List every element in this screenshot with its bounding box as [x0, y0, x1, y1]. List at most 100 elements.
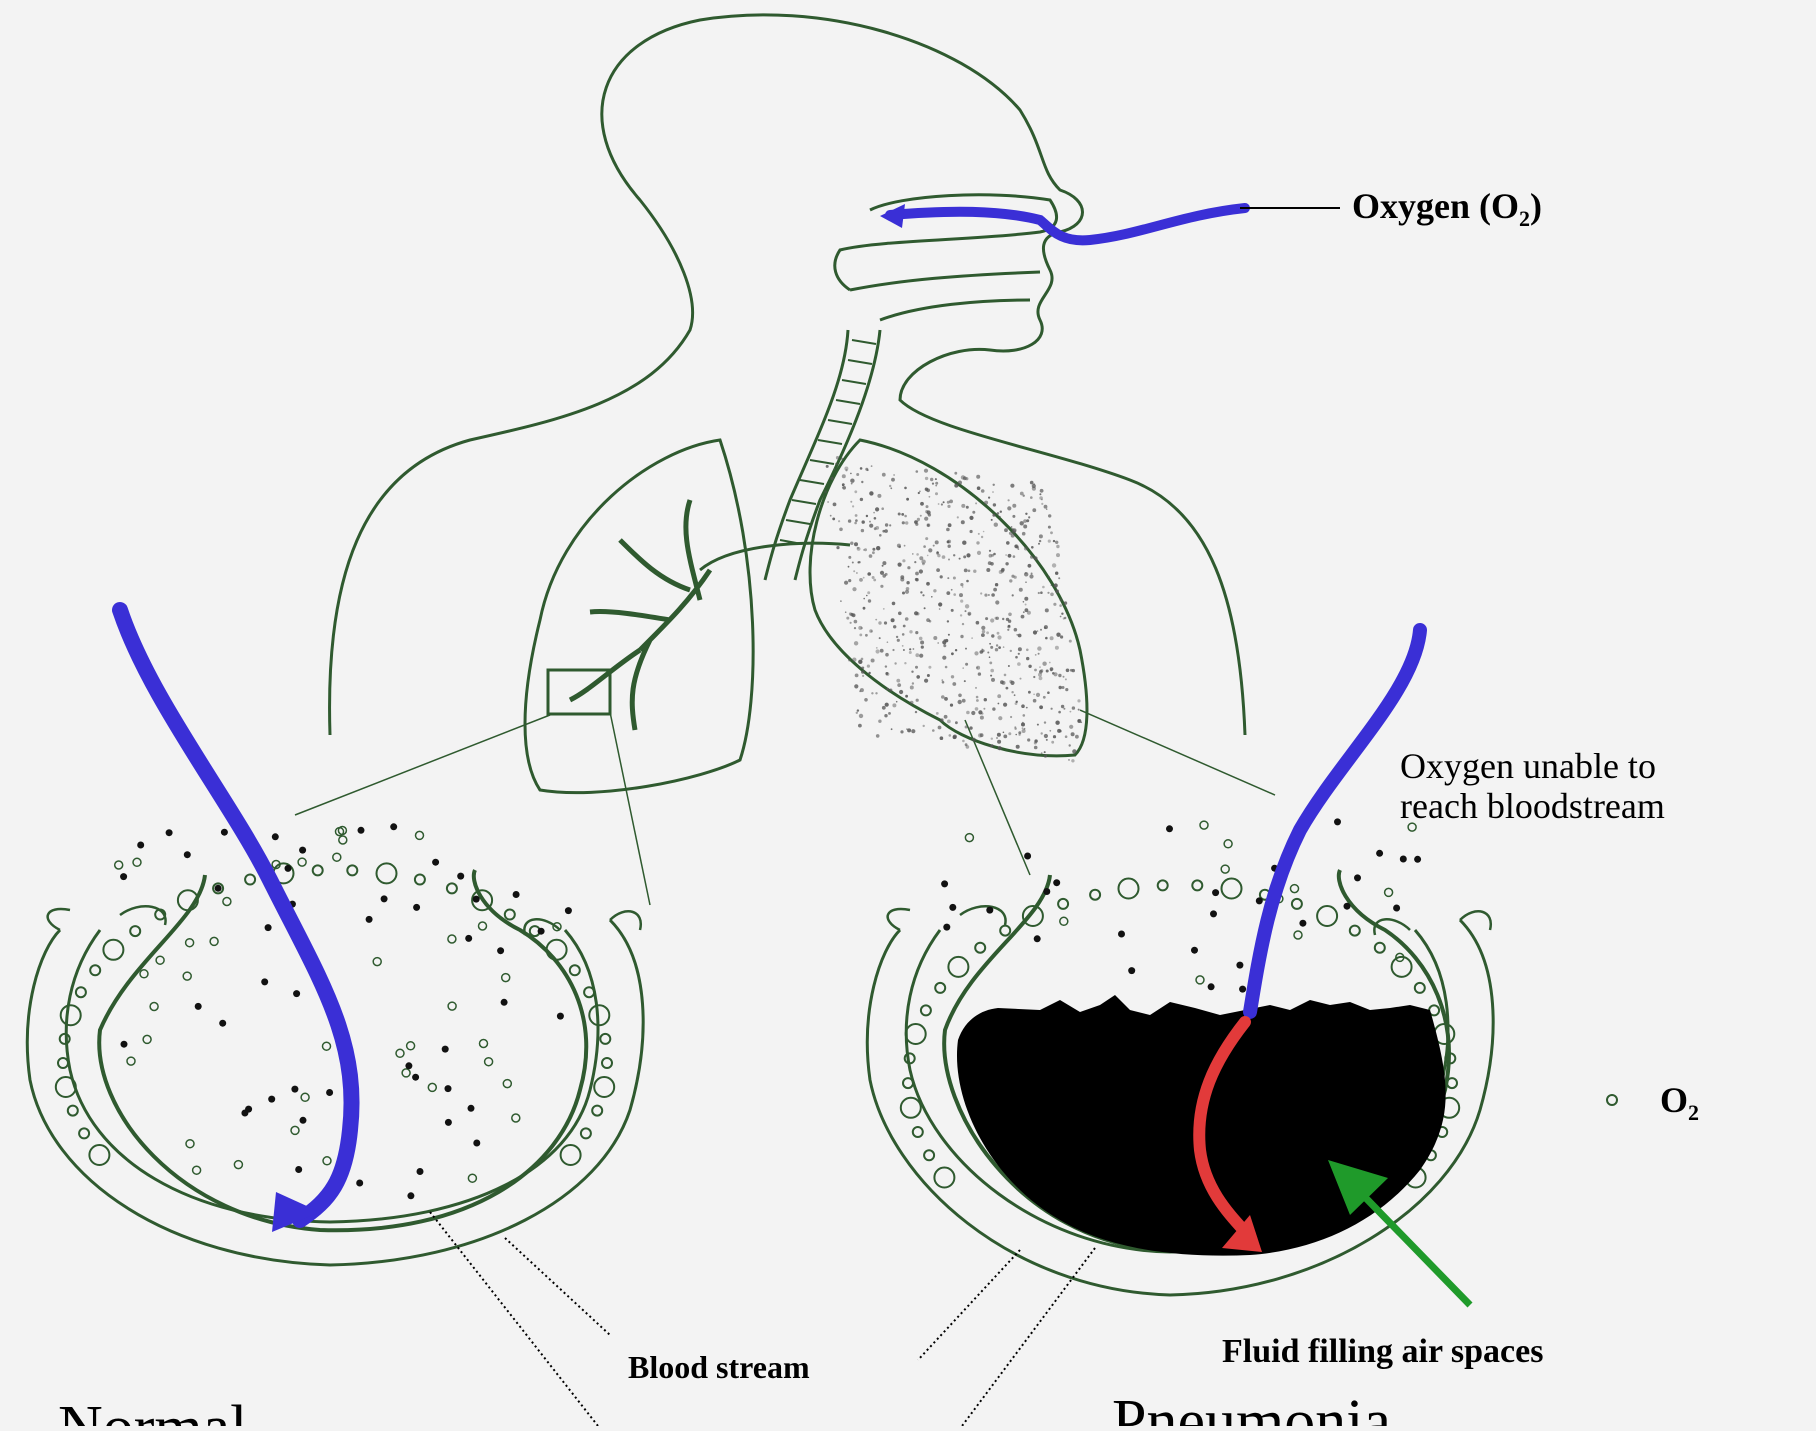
infection-speckle	[855, 674, 859, 678]
infection-speckle	[1019, 588, 1023, 592]
oxygen-dot	[1294, 931, 1302, 939]
infection-speckle	[1013, 555, 1016, 558]
oxygen-dot	[949, 904, 956, 911]
infection-speckle	[1037, 724, 1039, 726]
infection-speckle	[982, 630, 985, 633]
capillary-cell	[924, 1150, 934, 1160]
oxygen-dot	[405, 1062, 412, 1069]
oxygen-dot	[1256, 897, 1263, 904]
infection-speckle	[998, 703, 1000, 705]
infection-speckle	[1051, 585, 1053, 587]
infection-speckle	[926, 582, 930, 586]
infection-speckle	[995, 600, 999, 604]
infection-speckle	[867, 665, 870, 668]
infection-speckle	[916, 553, 919, 556]
infection-speckle	[880, 649, 884, 653]
infection-speckle	[1030, 496, 1033, 499]
infection-speckle	[1012, 594, 1014, 596]
oxygen-dot	[326, 1089, 333, 1096]
infection-speckle	[969, 726, 972, 729]
infection-speckle	[1045, 637, 1047, 639]
oxygen-dot	[293, 990, 300, 997]
infection-speckle	[855, 514, 858, 517]
infection-speckle	[898, 513, 901, 516]
zoom-line-left-1	[295, 715, 550, 815]
infection-speckle	[949, 500, 953, 504]
capillary-cell	[505, 910, 515, 920]
infection-speckle	[1040, 489, 1044, 493]
lung-infection-shading	[824, 456, 1082, 763]
oxygen-dot	[503, 1080, 511, 1088]
normal-label: Normal	[58, 1394, 247, 1426]
infection-speckle	[910, 686, 914, 690]
oxygen-dot	[1385, 888, 1393, 896]
infection-speckle	[1039, 676, 1043, 680]
infection-speckle	[994, 523, 998, 527]
infection-speckle	[894, 662, 896, 664]
infection-speckle	[948, 523, 952, 527]
oxygen-dot	[1060, 917, 1068, 925]
oxygen-dot	[1400, 856, 1407, 863]
infection-speckle	[929, 496, 931, 498]
infection-speckle	[993, 484, 995, 486]
infection-speckle	[945, 639, 948, 642]
infection-speckle	[842, 483, 845, 486]
oxygen-dot	[442, 1046, 449, 1053]
infection-speckle	[970, 530, 973, 533]
infection-speckle	[991, 744, 994, 747]
infection-speckle	[924, 469, 928, 473]
infection-speckle	[1030, 555, 1034, 559]
infection-speckle	[893, 625, 896, 628]
infection-speckle	[857, 547, 861, 551]
infection-speckle	[920, 641, 924, 645]
oxygen-dot	[298, 858, 306, 866]
infection-speckle	[1000, 511, 1002, 513]
infection-speckle	[948, 559, 950, 561]
infection-speckle	[933, 589, 936, 592]
infection-speckle	[911, 729, 915, 733]
infection-speckle	[935, 492, 938, 495]
head-and-shoulders-outline	[330, 15, 1245, 735]
infection-speckle	[1037, 630, 1039, 632]
oxygen-dot	[301, 1093, 309, 1101]
infection-speckle	[896, 636, 898, 638]
oxygen-dot	[1414, 856, 1421, 863]
infection-speckle	[983, 708, 985, 710]
infection-speckle	[914, 611, 918, 615]
infection-speckle	[845, 611, 847, 613]
infection-speckle	[1038, 673, 1042, 677]
infection-speckle	[1075, 735, 1079, 739]
infection-speckle	[832, 518, 835, 521]
infection-speckle	[875, 619, 877, 621]
infection-speckle	[1011, 691, 1013, 693]
infection-speckle	[1022, 727, 1024, 729]
oxygen-dot	[468, 1174, 476, 1182]
infection-speckle	[981, 649, 984, 652]
infection-speckle	[964, 680, 966, 682]
infection-speckle	[1020, 521, 1024, 525]
capillary-cell	[602, 1058, 612, 1068]
infection-speckle	[996, 644, 998, 646]
infection-speckle	[987, 652, 989, 654]
infection-speckle	[880, 571, 884, 575]
infection-speckle	[923, 725, 925, 727]
infection-speckle	[885, 523, 888, 526]
infection-speckle	[1021, 723, 1025, 727]
capillary-cell	[313, 865, 323, 875]
infection-speckle	[848, 556, 851, 559]
infection-speckle	[1022, 532, 1026, 536]
infection-speckle	[1049, 730, 1051, 732]
infection-speckle	[953, 577, 956, 580]
capillary-cell	[594, 1077, 614, 1097]
infection-speckle	[824, 491, 827, 494]
infection-speckle	[1071, 732, 1075, 736]
infection-speckle	[976, 696, 979, 699]
infection-speckle	[1023, 611, 1025, 613]
infection-speckle	[1055, 721, 1059, 725]
infection-speckle	[925, 477, 928, 480]
infection-speckle	[1041, 732, 1043, 734]
infection-speckle	[954, 472, 957, 475]
infection-speckle	[980, 716, 984, 720]
infection-speckle	[884, 714, 887, 717]
infection-speckle	[988, 497, 990, 499]
